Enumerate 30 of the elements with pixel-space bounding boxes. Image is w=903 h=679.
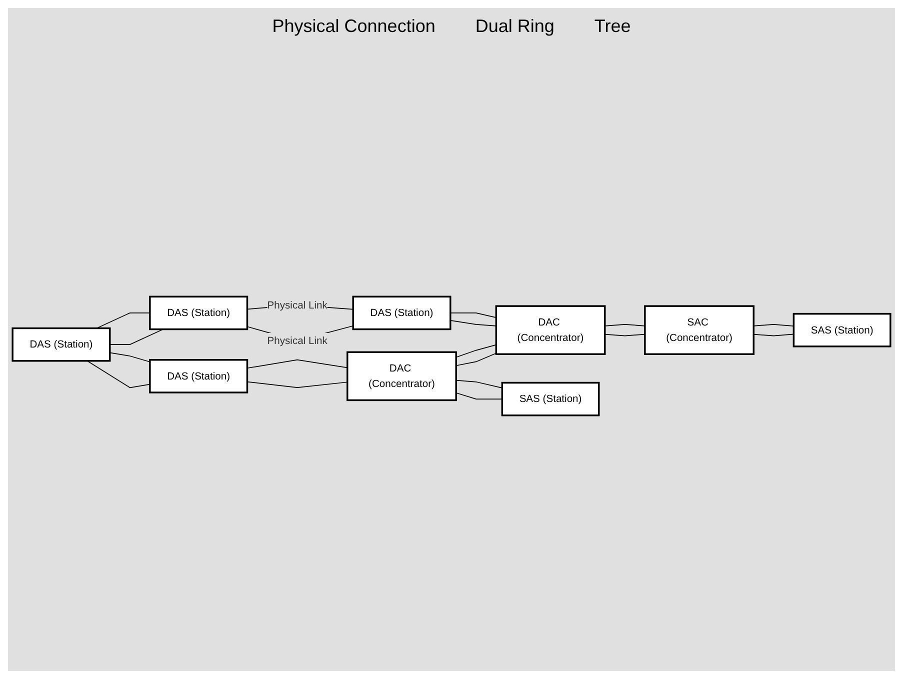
connector [86,360,150,388]
connector [246,381,348,388]
node-box: DAC (Concentrator) [346,351,457,402]
node-box: SAS (Station) [501,382,600,416]
note-label: Tree [594,16,631,37]
connector [246,359,348,369]
node-box: SAS (Station) [792,312,892,348]
note-label: Dual Ring [475,16,554,37]
node-box: DAS (Station) [12,327,111,362]
note-label: Physical Connection [272,16,436,37]
connector [109,352,150,362]
connector [450,320,497,326]
node-box: DAS (Station) [149,359,248,394]
connector [604,324,646,326]
connector [456,380,503,388]
node-box: DAC (Concentrator) [495,305,606,355]
edge-label: Physical Link [267,334,328,346]
connector [604,334,646,336]
connector [456,392,503,400]
connector [753,324,794,326]
connector [109,328,164,345]
connector [753,334,794,336]
node-box: DAS (Station) [352,296,452,330]
node-box: SAC (Concentrator) [644,305,754,355]
connector [456,352,497,366]
edge-label: Physical Link [267,299,328,311]
connector [456,344,497,358]
node-box: DAS (Station) [149,296,248,330]
connector [450,312,497,318]
connector [96,312,150,329]
